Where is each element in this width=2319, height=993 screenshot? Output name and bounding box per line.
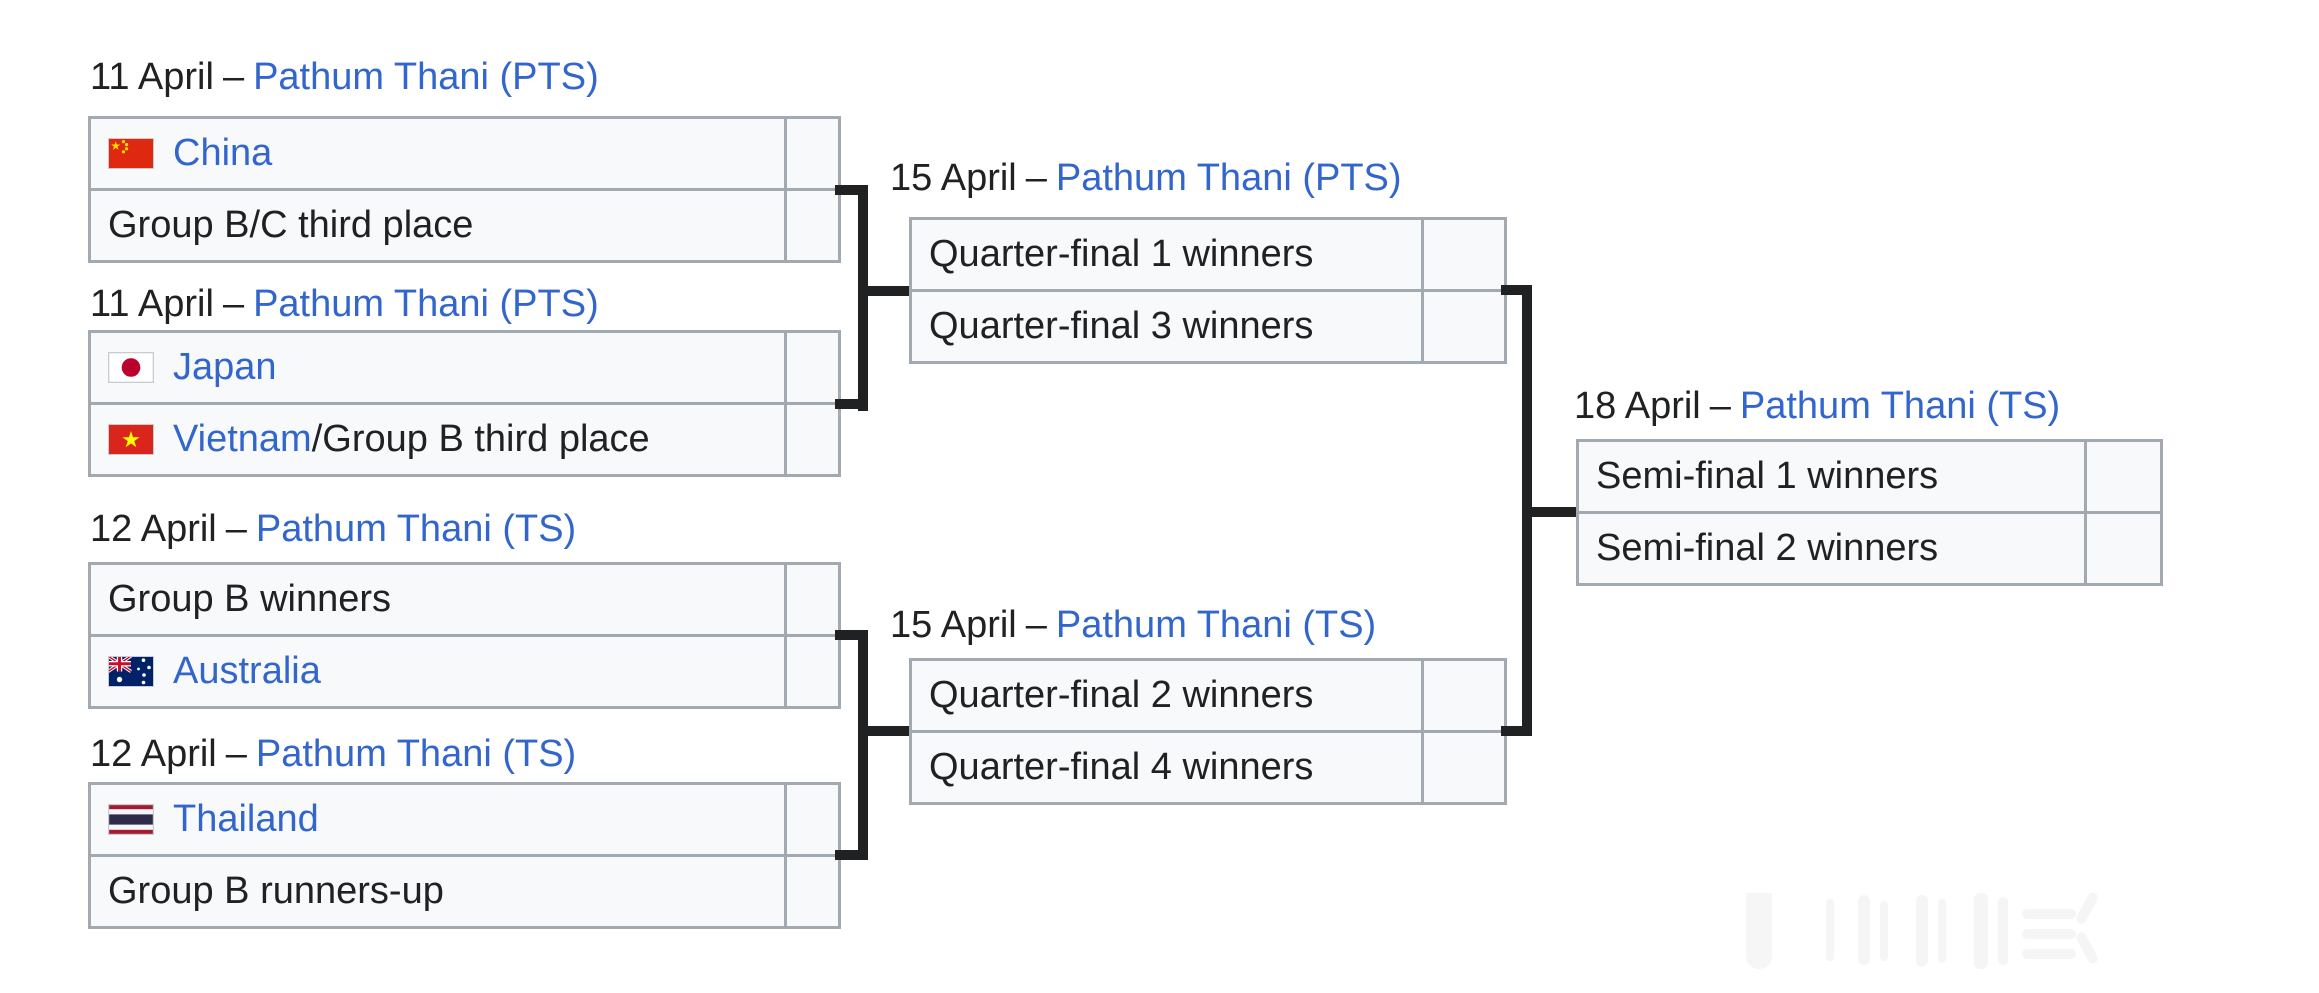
team-link[interactable]: China <box>173 132 273 174</box>
score-cell <box>2087 514 2160 583</box>
bracket-line <box>835 630 868 640</box>
venue-link[interactable]: Pathum Thani (PTS) <box>253 283 599 325</box>
date-venue-separator: – <box>225 733 247 775</box>
team-cell: Semi-final 1 winners <box>1579 442 2084 511</box>
match-table-qf1: China Group B/C third place <box>88 116 841 263</box>
date-venue-separator: – <box>1025 604 1047 646</box>
team-link[interactable]: Thailand <box>173 798 319 840</box>
team-link[interactable]: Vietnam <box>173 418 312 460</box>
australia-flag-icon[interactable] <box>108 656 154 687</box>
score-cell <box>787 119 838 188</box>
team-cell: Quarter-final 3 winners <box>912 292 1421 361</box>
bracket-line <box>835 399 868 409</box>
team-placeholder: Group B runners-up <box>108 870 444 912</box>
bracket-line <box>835 850 868 860</box>
venue-link[interactable]: Pathum Thani (TS) <box>255 508 577 550</box>
score-cell <box>1424 220 1504 289</box>
bracket-line <box>1501 285 1532 295</box>
bracket-line <box>1532 507 1576 517</box>
score-cell <box>787 637 838 706</box>
venue-link[interactable]: Pathum Thani (PTS) <box>1055 157 1402 199</box>
match-date: 12 April <box>90 733 217 775</box>
team-cell: China <box>91 119 784 188</box>
date-venue-separator: – <box>225 508 247 550</box>
match-header-sf1: 15 April–Pathum Thani (PTS) <box>890 155 1402 201</box>
team-link[interactable]: Australia <box>173 650 321 692</box>
match-table-qf3: Group B winners <box>88 562 841 709</box>
team-placeholder: Quarter-final 3 winners <box>929 305 1314 347</box>
match-date: 12 April <box>90 508 217 550</box>
team-placeholder: Group B/C third place <box>108 204 474 246</box>
team-cell: Vietnam/Group B third place <box>91 405 784 474</box>
faint-watermark <box>1730 885 2130 977</box>
date-venue-separator: – <box>222 56 245 98</box>
score-cell <box>787 785 838 854</box>
date-venue-separator: – <box>222 283 245 325</box>
score-cell <box>1424 661 1504 730</box>
match-table-final: Semi-final 1 winners Semi-final 2 winner… <box>1576 439 2163 586</box>
match-header-qf2: 11 April–Pathum Thani (PTS) <box>90 281 599 327</box>
match-table-qf4: Thailand Group B runners-up <box>88 782 841 929</box>
match-date: 11 April <box>90 283 214 325</box>
match-date: 15 April <box>890 604 1017 646</box>
venue-link[interactable]: Pathum Thani (TS) <box>1055 604 1377 646</box>
score-cell <box>1424 292 1504 361</box>
venue-link[interactable]: Pathum Thani (TS) <box>1739 385 2061 427</box>
venue-link[interactable]: Pathum Thani (PTS) <box>253 56 599 98</box>
team-cell: Quarter-final 4 winners <box>912 733 1421 802</box>
match-header-qf3: 12 April–Pathum Thani (TS) <box>90 506 576 552</box>
team-cell: Group B winners <box>91 565 784 634</box>
match-header-sf2: 15 April–Pathum Thani (TS) <box>890 602 1376 648</box>
bracket-line <box>858 185 868 411</box>
score-cell <box>787 857 838 926</box>
match-header-qf1: 11 April–Pathum Thani (PTS) <box>90 54 599 100</box>
team-cell: Group B runners-up <box>91 857 784 926</box>
date-venue-separator: – <box>1709 385 1731 427</box>
team-cell: Quarter-final 1 winners <box>912 220 1421 289</box>
team-placeholder: Semi-final 2 winners <box>1596 527 1939 569</box>
team-cell: Thailand <box>91 785 784 854</box>
bracket-line <box>868 726 909 736</box>
team-cell: Australia <box>91 637 784 706</box>
score-cell <box>1424 733 1504 802</box>
score-cell <box>787 565 838 634</box>
team-cell: Semi-final 2 winners <box>1579 514 2084 583</box>
match-table-qf2: Japan Vietnam/Group B third place <box>88 330 841 477</box>
match-date: 18 April <box>1574 385 1701 427</box>
vietnam-flag-icon[interactable] <box>108 424 154 455</box>
match-table-sf2: Quarter-final 2 winners Quarter-final 4 … <box>909 658 1507 805</box>
venue-link[interactable]: Pathum Thani (TS) <box>255 733 577 775</box>
team-placeholder: Quarter-final 1 winners <box>929 233 1314 275</box>
bracket-line <box>1522 285 1532 736</box>
score-cell <box>787 333 838 402</box>
match-date: 11 April <box>90 56 214 98</box>
score-cell <box>787 405 838 474</box>
match-header-final: 18 April–Pathum Thani (TS) <box>1574 383 2060 429</box>
match-table-sf1: Quarter-final 1 winners Quarter-final 3 … <box>909 217 1507 364</box>
score-cell <box>787 191 838 260</box>
team-placeholder: Quarter-final 4 winners <box>929 746 1314 788</box>
team-cell: Quarter-final 2 winners <box>912 661 1421 730</box>
bracket-line <box>858 630 868 860</box>
china-flag-icon[interactable] <box>108 138 154 169</box>
team-placeholder: Quarter-final 2 winners <box>929 674 1314 716</box>
match-date: 15 April <box>890 157 1017 199</box>
team-link[interactable]: Japan <box>173 346 277 388</box>
thailand-flag-icon[interactable] <box>108 804 154 835</box>
team-placeholder-suffix: /Group B third place <box>311 418 650 460</box>
bracket-line <box>868 286 909 296</box>
team-cell: Japan <box>91 333 784 402</box>
date-venue-separator: – <box>1025 157 1047 199</box>
score-cell <box>2087 442 2160 511</box>
team-placeholder: Group B winners <box>108 578 392 620</box>
team-placeholder: Semi-final 1 winners <box>1596 455 1939 497</box>
japan-flag-icon[interactable] <box>108 352 154 383</box>
bracket-line <box>1501 726 1532 736</box>
bracket-line <box>835 185 868 195</box>
match-header-qf4: 12 April–Pathum Thani (TS) <box>90 731 576 777</box>
team-cell: Group B/C third place <box>91 191 784 260</box>
